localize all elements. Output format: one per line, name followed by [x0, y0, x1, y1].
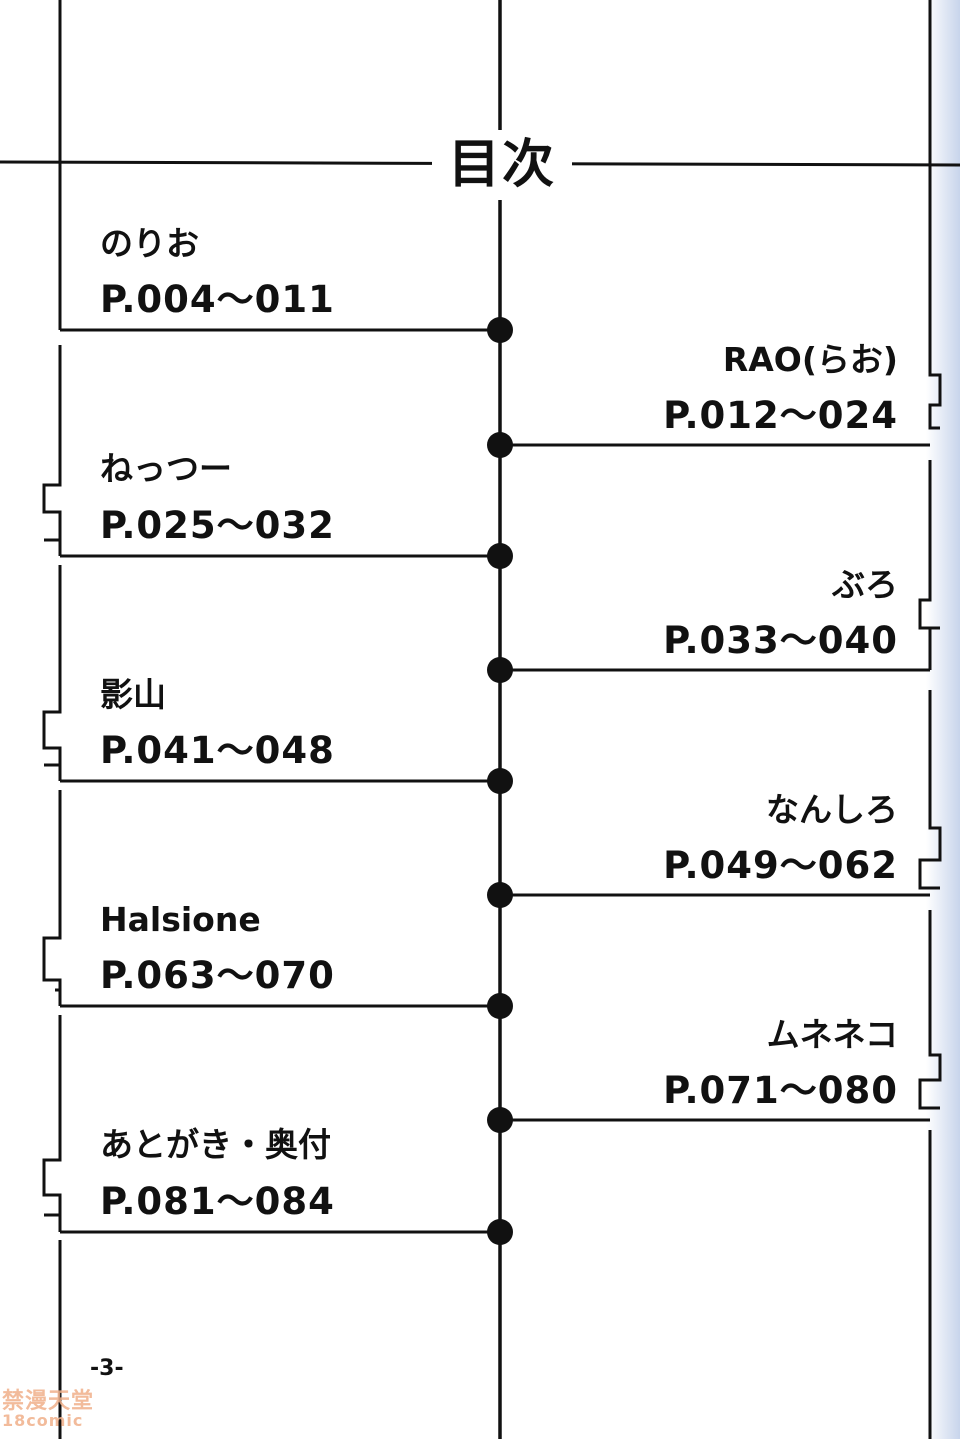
entry-page-range: P.049～062: [663, 844, 898, 887]
entry-author: ぶろ: [832, 565, 898, 604]
page-title: 目次: [432, 130, 572, 200]
entry-page-range: P.033～040: [663, 619, 898, 662]
left-bracket: [42, 1120, 62, 1232]
entry-author: あとがき・奥付: [100, 1125, 331, 1164]
left-bracket: [42, 445, 62, 556]
right-bracket: [928, 340, 942, 430]
entry-page-range: P.012～024: [663, 394, 898, 437]
entry-page-range: P.041～048: [100, 729, 335, 772]
entry-page-range: P.025～032: [100, 504, 335, 547]
page-number: -3-: [90, 1356, 124, 1381]
entry-author: のりお: [100, 224, 199, 263]
entry-page-range: P.004～011: [100, 278, 335, 321]
left-bracket: [42, 895, 62, 1006]
entry-page-range: P.081～084: [100, 1180, 335, 1223]
site-watermark-logo: 禁漫天堂 18comic: [2, 1390, 112, 1430]
entry-author: Halsione: [100, 900, 261, 939]
entry-author: 影山: [100, 675, 166, 714]
right-bracket: [918, 560, 940, 670]
node-dot: [487, 1107, 513, 1133]
entry-author: ムネネコ: [766, 1015, 898, 1054]
entry-page-range: P.063～070: [100, 954, 335, 997]
watermark-line-1: 禁漫天堂: [2, 1389, 95, 1414]
node-dot: [487, 543, 513, 569]
node-dot: [487, 1219, 513, 1245]
node-dot: [487, 768, 513, 794]
right-bracket: [918, 800, 942, 890]
node-dot: [487, 432, 513, 458]
entry-author: ねっつー: [100, 449, 232, 488]
node-dot: [487, 657, 513, 683]
left-bracket: [42, 670, 62, 781]
scan-edge-shadow: [926, 0, 960, 1439]
node-dot: [487, 317, 513, 343]
entry-author: なんしろ: [766, 790, 898, 829]
entry-author: RAO(らお): [722, 340, 898, 379]
watermark-line-2: 18comic: [2, 1411, 84, 1431]
node-dot: [487, 882, 513, 908]
node-dot: [487, 993, 513, 1019]
right-bracket: [918, 1030, 942, 1110]
entry-page-range: P.071～080: [663, 1069, 898, 1112]
